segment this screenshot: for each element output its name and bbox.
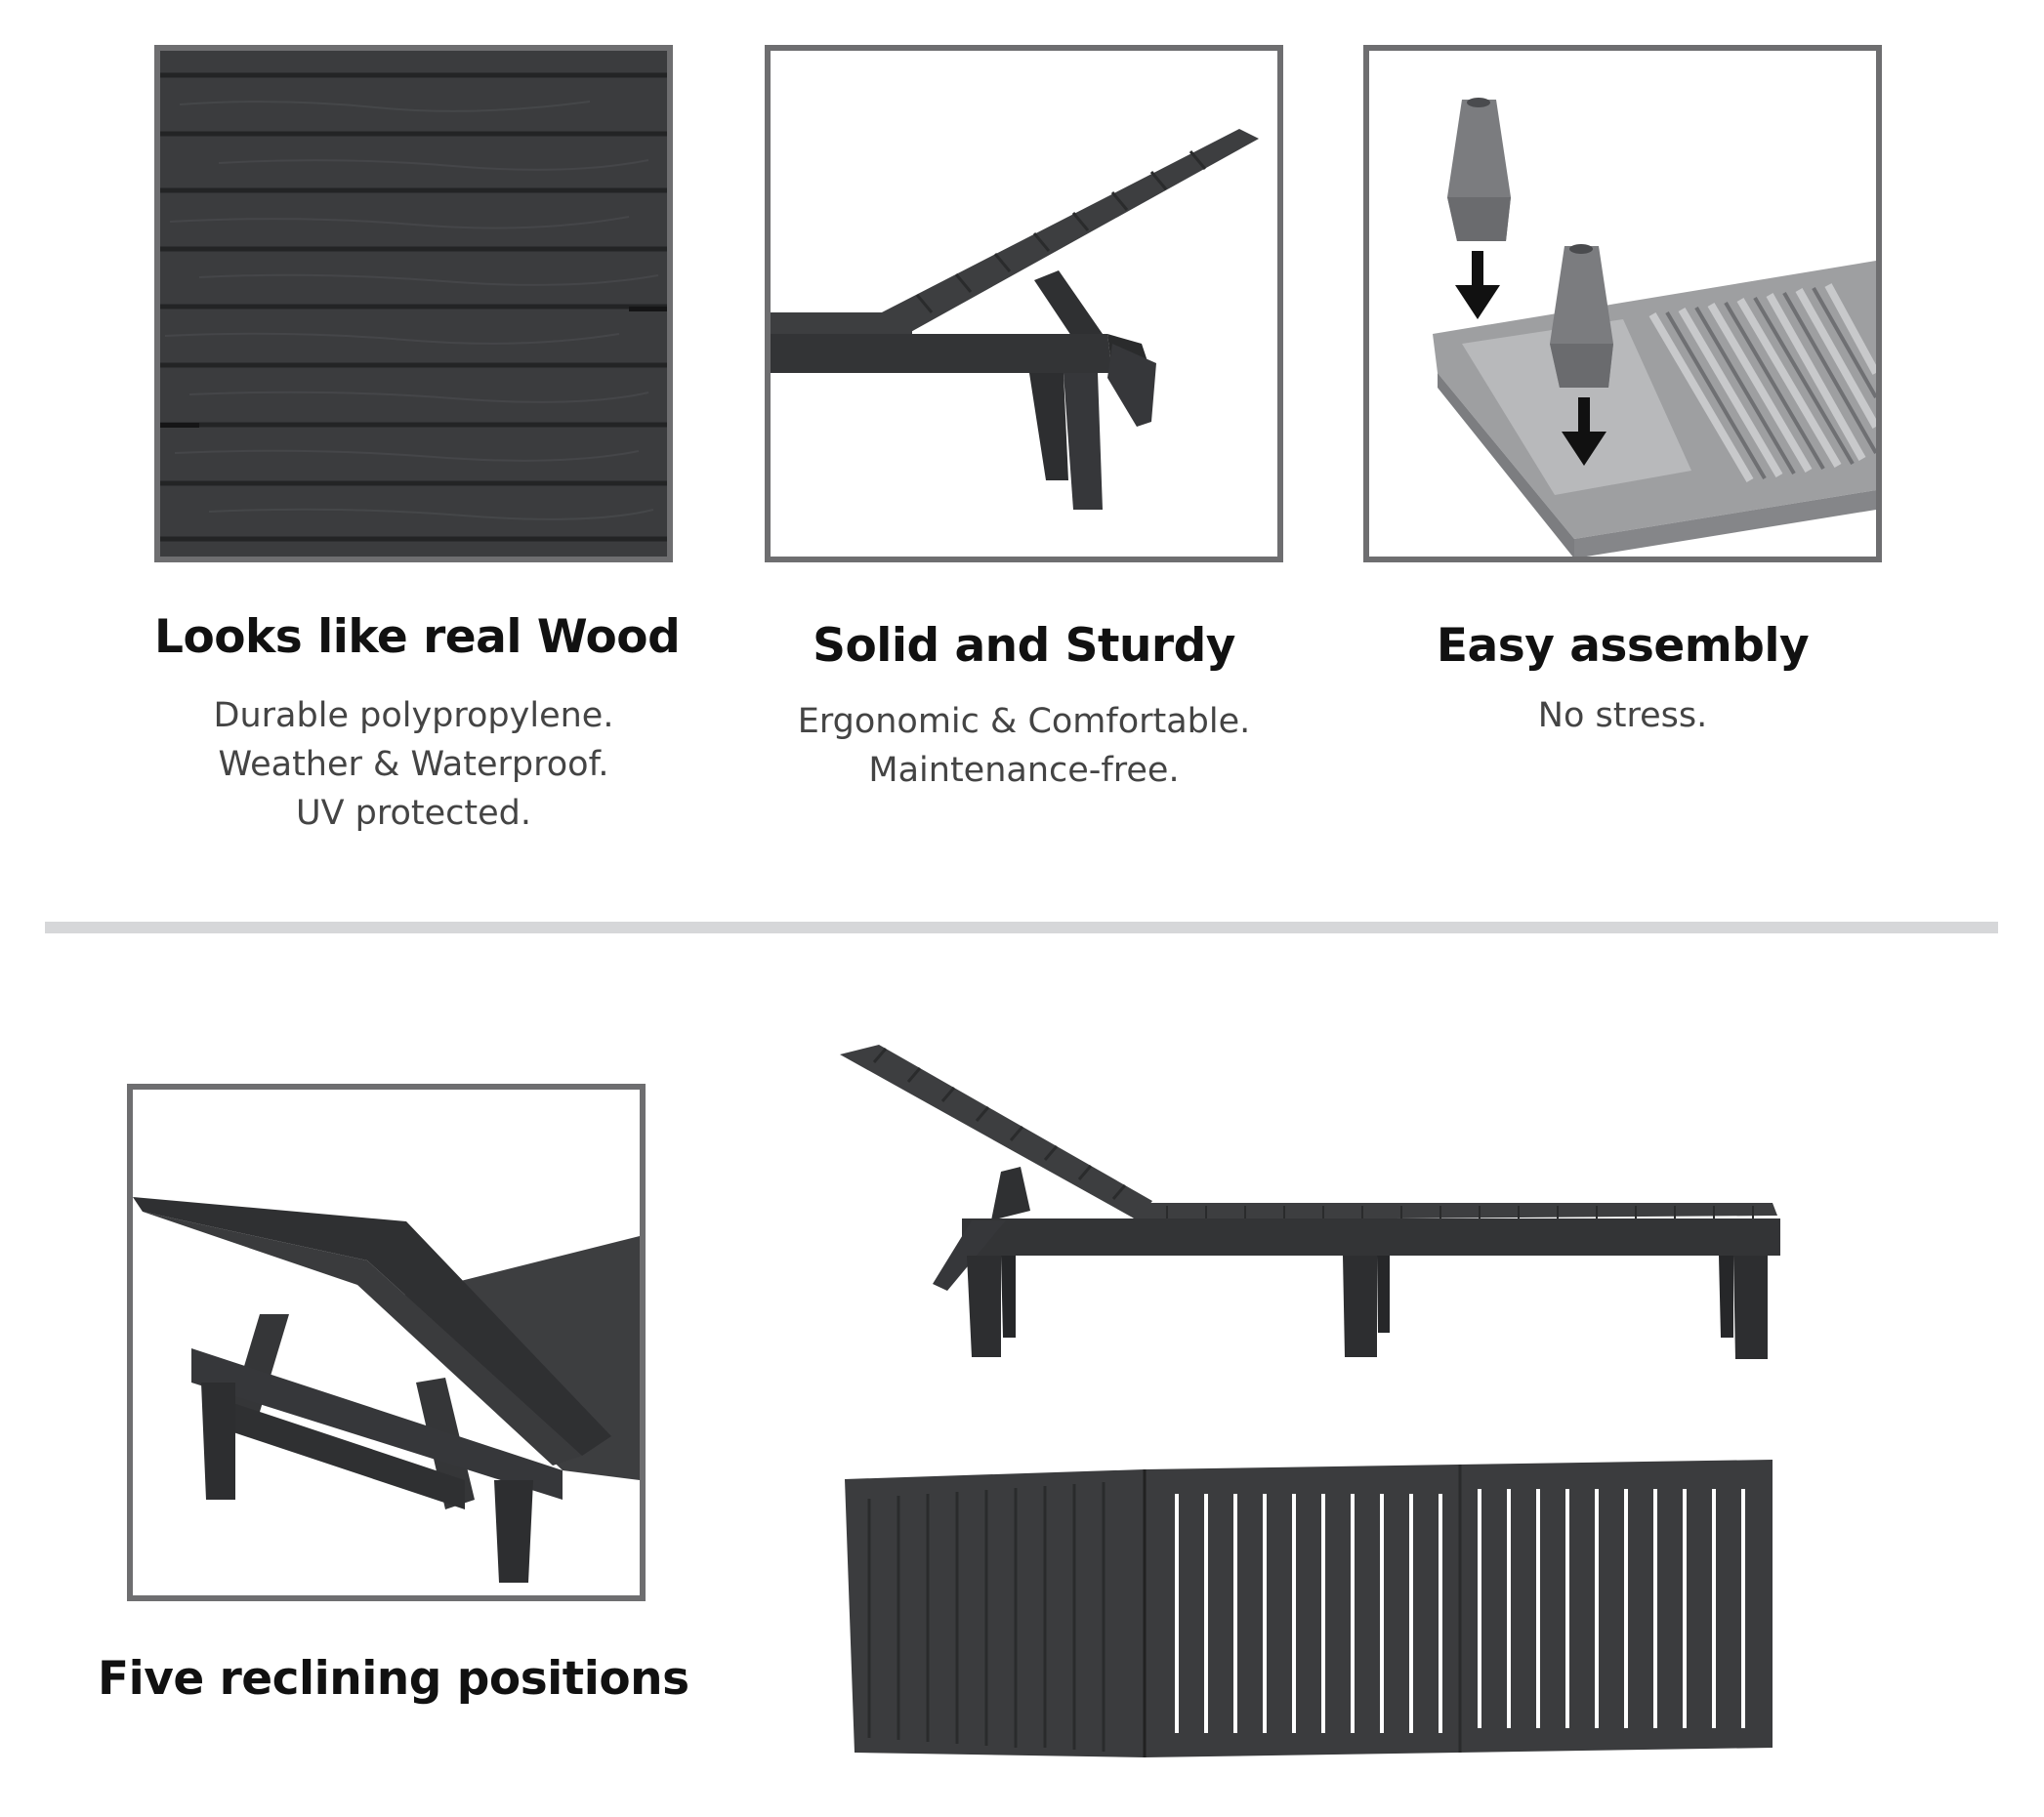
reclining-mechanism-image (127, 1084, 646, 1601)
feature-title-wood: Looks like real Wood (154, 610, 681, 664)
wood-texture-image (154, 45, 673, 562)
reclining-title: Five reclining positions (98, 1652, 689, 1706)
feature-title-assembly: Easy assembly (1436, 619, 1810, 673)
assembly-image (1363, 45, 1882, 562)
feature-line: Durable polypropylene. (213, 696, 614, 735)
feature-line: Weather & Waterproof. (218, 745, 609, 784)
lounger-side-view-image (835, 1035, 1782, 1367)
feature-line: Maintenance-free. (868, 751, 1180, 790)
feature-line: No stress. (1537, 696, 1708, 735)
section-divider (45, 922, 1998, 933)
feature-line: Ergonomic & Comfortable. (797, 702, 1251, 741)
feature-title-sturdy: Solid and Sturdy (813, 619, 1235, 673)
feature-description-assembly: No stress. (1363, 691, 1882, 740)
feature-line: UV protected. (295, 794, 532, 833)
feature-description-sturdy: Ergonomic & Comfortable. Maintenance-fre… (765, 697, 1283, 795)
lounger-top-view-image (840, 1455, 1777, 1772)
sturdy-lounger-image (765, 45, 1283, 562)
feature-description-wood: Durable polypropylene. Weather & Waterpr… (154, 691, 673, 838)
